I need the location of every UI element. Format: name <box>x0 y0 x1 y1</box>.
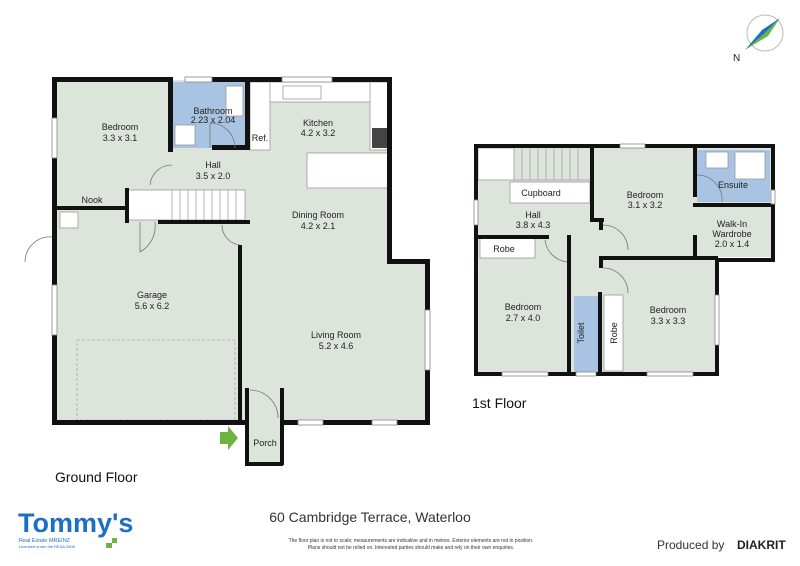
ensuite-label: Ensuite <box>718 180 748 190</box>
credit-brand: DIAKRIT <box>737 538 786 552</box>
room-size: 4.2 x 2.1 <box>301 221 336 231</box>
room-name: Kitchen <box>303 118 333 128</box>
room-size: 2.23 x 2.04 <box>191 115 236 125</box>
credit-prefix: Produced by <box>657 538 724 552</box>
room-name: Hall <box>525 210 541 220</box>
room-name: Bedroom <box>650 305 687 315</box>
room-name: Walk-In <box>717 219 747 229</box>
company-logo: Tommy's Real Estate MREINZ Licensed unde… <box>18 508 133 549</box>
room-name: Hall <box>205 160 221 170</box>
room-name: Bedroom <box>102 122 139 132</box>
room-size: 2.7 x 4.0 <box>506 313 541 323</box>
entry-arrow-icon <box>220 426 238 450</box>
first-floor-plan: Cupboard Hall 3.8 x 4.3 Bedroom 3.1 x 3.… <box>472 143 776 411</box>
room-size: 2.0 x 1.4 <box>715 239 750 249</box>
room-name: Dining Room <box>292 210 344 220</box>
robe-label: Robe <box>493 244 515 254</box>
room-size: 3.1 x 3.2 <box>628 200 663 210</box>
room-name: Living Room <box>311 330 361 340</box>
ground-floor-plan: Bedroom 3.3 x 3.1 Bathroom 2.23 x 2.04 K… <box>24 76 431 485</box>
logo-line1: Real Estate MREINZ <box>19 538 71 544</box>
room-name: Wardrobe <box>712 229 751 239</box>
toilet-label: Toilet <box>576 322 586 344</box>
fridge-label: Ref. <box>252 133 269 143</box>
logo-line2: Licensed under the REAA 2008 <box>19 544 76 549</box>
room-size: 5.6 x 6.2 <box>135 301 170 311</box>
room-name: Garage <box>137 290 167 300</box>
room-name: Bedroom <box>627 190 664 200</box>
disclaimer-line: Plans should not be relied on. Intereste… <box>308 545 515 551</box>
room-size: 5.2 x 4.6 <box>319 341 354 351</box>
credit: Produced by DIAKRIT <box>657 538 786 552</box>
room-name: Bedroom <box>505 302 542 312</box>
room-size: 3.5 x 2.0 <box>196 171 231 181</box>
robe-label: Robe <box>609 322 619 344</box>
room-name: Bathroom <box>193 106 232 116</box>
ground-floor-label: Ground Floor <box>55 469 138 485</box>
first-floor-label: 1st Floor <box>472 395 527 411</box>
nook-label: Nook <box>81 195 103 205</box>
cupboard-label: Cupboard <box>521 188 561 198</box>
logo-name: Tommy's <box>18 508 133 538</box>
address: 60 Cambridge Terrace, Waterloo <box>269 509 471 525</box>
room-size: 3.3 x 3.1 <box>103 133 138 143</box>
porch-label: Porch <box>253 438 277 448</box>
room-size: 3.8 x 4.3 <box>516 220 551 230</box>
room-size: 4.2 x 3.2 <box>301 128 336 138</box>
room-size: 3.3 x 3.3 <box>651 316 686 326</box>
disclaimer-line: The floor plan is not to scale; measurem… <box>289 538 534 544</box>
compass-icon: N <box>733 14 784 64</box>
north-label: N <box>733 53 740 64</box>
